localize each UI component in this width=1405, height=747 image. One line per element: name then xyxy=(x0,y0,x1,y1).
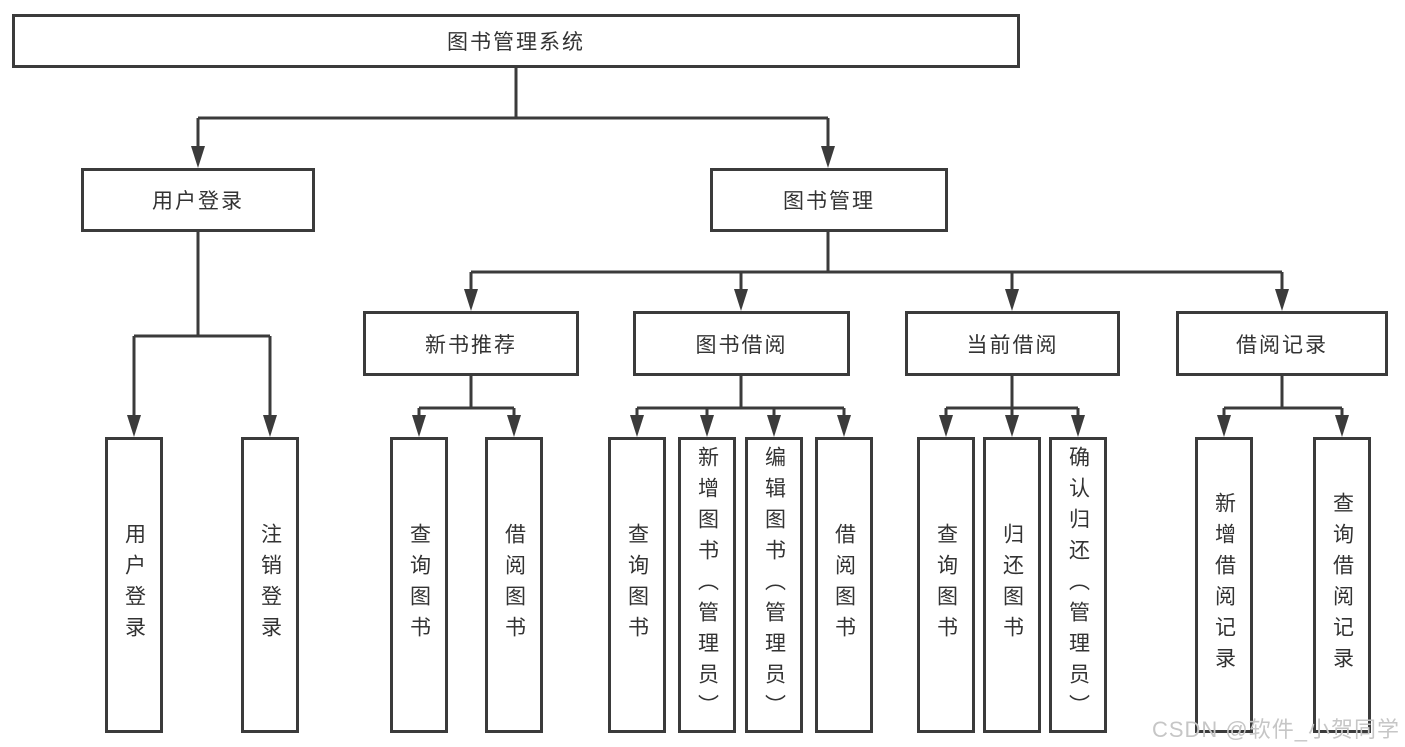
leaf-recommend-borrow-book-label: 借阅图书 xyxy=(502,523,526,647)
leaf-borrowing-add-book-admin-label: 新增图书（管理员） xyxy=(695,445,719,725)
leaf-recommend-borrow-book: 借阅图书 xyxy=(485,437,543,733)
leaf-logout-label: 注销登录 xyxy=(258,523,282,647)
leaf-records-query-record: 查询借阅记录 xyxy=(1313,437,1371,733)
leaf-records-add-record: 新增借阅记录 xyxy=(1195,437,1253,733)
node-new-book-recommendation: 新书推荐 xyxy=(363,311,579,376)
node-borrowing-records: 借阅记录 xyxy=(1176,311,1388,376)
leaf-borrowing-edit-book-admin-label: 编辑图书（管理员） xyxy=(762,445,786,725)
leaf-user-login: 用户登录 xyxy=(105,437,163,733)
leaf-current-query-book: 查询图书 xyxy=(917,437,975,733)
leaf-user-login-label: 用户登录 xyxy=(122,523,146,647)
leaf-records-add-record-label: 新增借阅记录 xyxy=(1212,492,1236,678)
node-borrowing-records-label: 借阅记录 xyxy=(1236,333,1328,357)
node-current-borrowing-label: 当前借阅 xyxy=(966,333,1059,357)
node-book-management-label: 图书管理 xyxy=(783,190,875,213)
leaf-borrowing-add-book-admin: 新增图书（管理员） xyxy=(678,437,736,733)
node-library-system: 图书管理系统 xyxy=(12,14,1020,68)
node-new-book-recommendation-label: 新书推荐 xyxy=(425,333,517,357)
node-book-borrowing-label: 图书借阅 xyxy=(695,333,788,357)
leaf-current-return-book: 归还图书 xyxy=(983,437,1041,733)
leaf-logout: 注销登录 xyxy=(241,437,299,733)
leaf-borrowing-borrow-book-label: 借阅图书 xyxy=(832,523,856,647)
leaf-recommend-query-book: 查询图书 xyxy=(390,437,448,733)
leaf-borrowing-query-book: 查询图书 xyxy=(608,437,666,733)
leaf-borrowing-query-book-label: 查询图书 xyxy=(625,523,649,647)
watermark-text: CSDN @软件_小贺同学 xyxy=(1151,717,1400,742)
leaf-current-confirm-return-admin: 确认归还（管理员） xyxy=(1049,437,1107,733)
leaf-current-confirm-return-admin-label: 确认归还（管理员） xyxy=(1066,445,1090,725)
leaf-borrowing-borrow-book: 借阅图书 xyxy=(815,437,873,733)
node-user-login-label: 用户登录 xyxy=(152,190,244,213)
leaf-records-query-record-label: 查询借阅记录 xyxy=(1330,492,1354,678)
leaf-current-return-book-label: 归还图书 xyxy=(1000,523,1024,647)
node-book-borrowing: 图书借阅 xyxy=(633,311,850,376)
node-current-borrowing: 当前借阅 xyxy=(905,311,1120,376)
leaf-borrowing-edit-book-admin: 编辑图书（管理员） xyxy=(745,437,803,733)
node-user-login: 用户登录 xyxy=(81,168,315,232)
leaf-current-query-book-label: 查询图书 xyxy=(934,523,958,647)
leaf-recommend-query-book-label: 查询图书 xyxy=(407,523,431,647)
node-book-management: 图书管理 xyxy=(710,168,948,232)
node-library-system-label: 图书管理系统 xyxy=(447,31,585,54)
